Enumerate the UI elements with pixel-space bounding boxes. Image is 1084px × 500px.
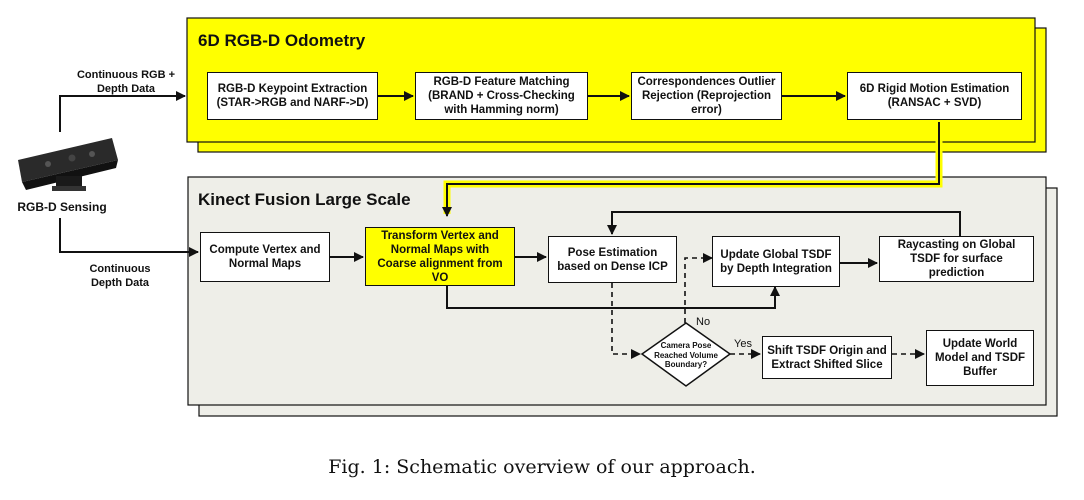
raycasting-box: Raycasting on Global TSDF for surface pr… — [879, 236, 1034, 282]
top-flow-label: Continuous RGB + Depth Data — [76, 69, 176, 95]
yes-label: Yes — [734, 338, 752, 350]
update-world-box: Update World Model and TSDF Buffer — [926, 330, 1034, 386]
arrow-raycast-to-pose — [607, 211, 961, 236]
fusion-panel — [187, 176, 1047, 406]
decision-label: Camera Pose Reached Volume Boundary? — [654, 341, 718, 369]
vo-link — [442, 122, 940, 217]
no-label: No — [696, 316, 711, 328]
arrow-decision-no — [684, 253, 713, 323]
transform-maps-box: Transform Vertex and Normal Maps with Co… — [365, 227, 515, 286]
arrow-sensor-to-fusion — [59, 218, 199, 257]
arrow-transform-to-update — [446, 286, 780, 309]
pose-estimation-box: Pose Estimation based on Dense ICP — [548, 236, 677, 283]
decision-diamond — [640, 322, 732, 387]
update-tsdf-box: Update Global TSDF by Depth Integration — [712, 236, 840, 287]
feature-matching-box: RGB-D Feature Matching (BRAND + Cross-Ch… — [415, 72, 588, 120]
motion-estimation-box: 6D Rigid Motion Estimation (RANSAC + SVD… — [847, 72, 1022, 120]
sensing-label: RGB-D Sensing — [17, 200, 107, 214]
outlier-rejection-box: Correspondences Outlier Rejection (Repro… — [631, 72, 782, 120]
kinect-sensor-icon — [18, 138, 118, 191]
figure-caption: Fig. 1: Schematic overview of our approa… — [328, 456, 756, 478]
bottom-flow-label: Continuous Depth Data — [89, 263, 151, 289]
fusion-title: Kinect Fusion Large Scale — [198, 190, 411, 209]
odometry-title: 6D RGB-D Odometry — [198, 31, 366, 50]
compute-maps-box: Compute Vertex and Normal Maps — [200, 232, 330, 282]
arrow-sensor-to-odometry — [59, 91, 186, 132]
keypoint-extraction-box: RGB-D Keypoint Extraction (STAR->RGB and… — [207, 72, 378, 120]
shift-tsdf-box: Shift TSDF Origin and Extract Shifted Sl… — [762, 336, 892, 379]
